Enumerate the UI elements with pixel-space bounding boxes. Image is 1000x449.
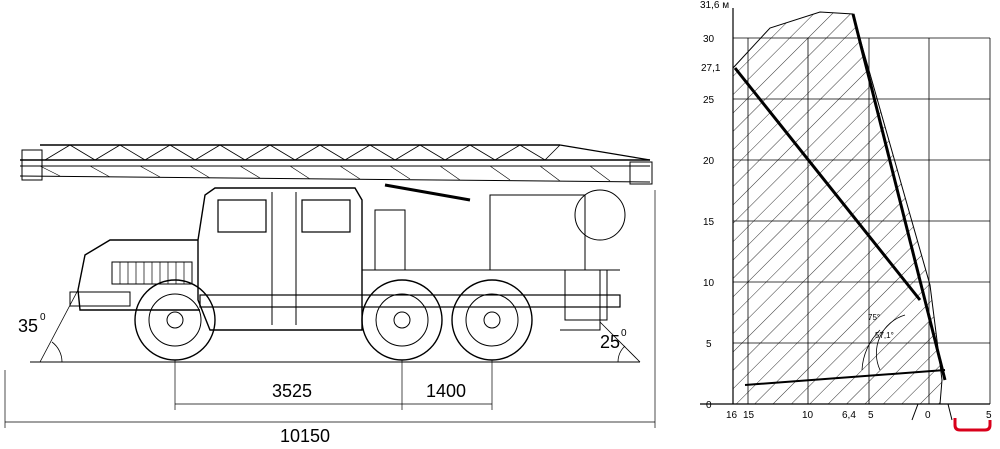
wheelbase-front-dimension: 3525 bbox=[272, 381, 312, 401]
overall-length-dimension: 10150 bbox=[280, 426, 330, 444]
x-tick-label: 0 bbox=[925, 410, 931, 421]
wheel-rear bbox=[451, 279, 533, 361]
y-tick-label: 20 bbox=[703, 156, 715, 167]
working-zone bbox=[732, 11, 943, 405]
x-tick-label: 6,4 bbox=[842, 410, 856, 421]
y-tick-label: 30 bbox=[703, 34, 715, 45]
wheel-middle bbox=[361, 279, 443, 361]
dimension-lines bbox=[4, 190, 656, 428]
departure-angle-label: 25 bbox=[600, 332, 620, 352]
boom-angle-arcs bbox=[861, 314, 906, 371]
x-tick-label: 10 bbox=[802, 410, 814, 421]
y-tick-label: 27,1 bbox=[701, 63, 721, 74]
truck-hood bbox=[69, 239, 200, 311]
approach-angle-arc bbox=[51, 341, 63, 363]
x-tick-label: 5 bbox=[986, 410, 992, 421]
y-tick-label: 25 bbox=[703, 95, 715, 106]
approach-angle-unit: 0 bbox=[40, 312, 46, 323]
departure-angle-arc bbox=[617, 345, 626, 363]
boom-max-reach bbox=[733, 67, 922, 301]
approach-angle-label: 35 bbox=[18, 316, 38, 336]
y-axis-title: 31,6 м bbox=[700, 0, 729, 11]
x-tick-label: 5 bbox=[868, 410, 874, 421]
boom-horizontal bbox=[744, 369, 946, 386]
wheel-front bbox=[134, 279, 216, 361]
reach-chart: 31,6 м 27,1 30 25 20 15 10 5 0 16 15 10 … bbox=[700, 0, 992, 432]
departure-angle-unit: 0 bbox=[621, 328, 627, 339]
truck-chassis bbox=[199, 183, 626, 331]
ladder-boom bbox=[19, 144, 653, 185]
truck-cab bbox=[197, 187, 363, 331]
x-tick-label: 15 bbox=[743, 410, 755, 421]
departure-angle-line bbox=[599, 321, 641, 363]
approach-angle-line bbox=[39, 289, 79, 363]
angle-label: 57,1° bbox=[875, 331, 894, 340]
angle-label: 75° bbox=[868, 313, 880, 322]
x-tick-label: 16 bbox=[726, 410, 738, 421]
boom-max-height bbox=[851, 13, 947, 381]
truck-side-view: 35 0 25 0 3525 1400 10150 bbox=[4, 144, 656, 446]
y-tick-label: 5 bbox=[706, 339, 712, 350]
y-tick-label: 15 bbox=[703, 217, 715, 228]
highlight-mark bbox=[953, 418, 992, 432]
y-tick-label: 0 bbox=[706, 400, 712, 411]
y-tick-label: 10 bbox=[703, 278, 715, 289]
wheelbase-rear-dimension: 1400 bbox=[426, 381, 466, 401]
turntable-base bbox=[911, 403, 953, 421]
